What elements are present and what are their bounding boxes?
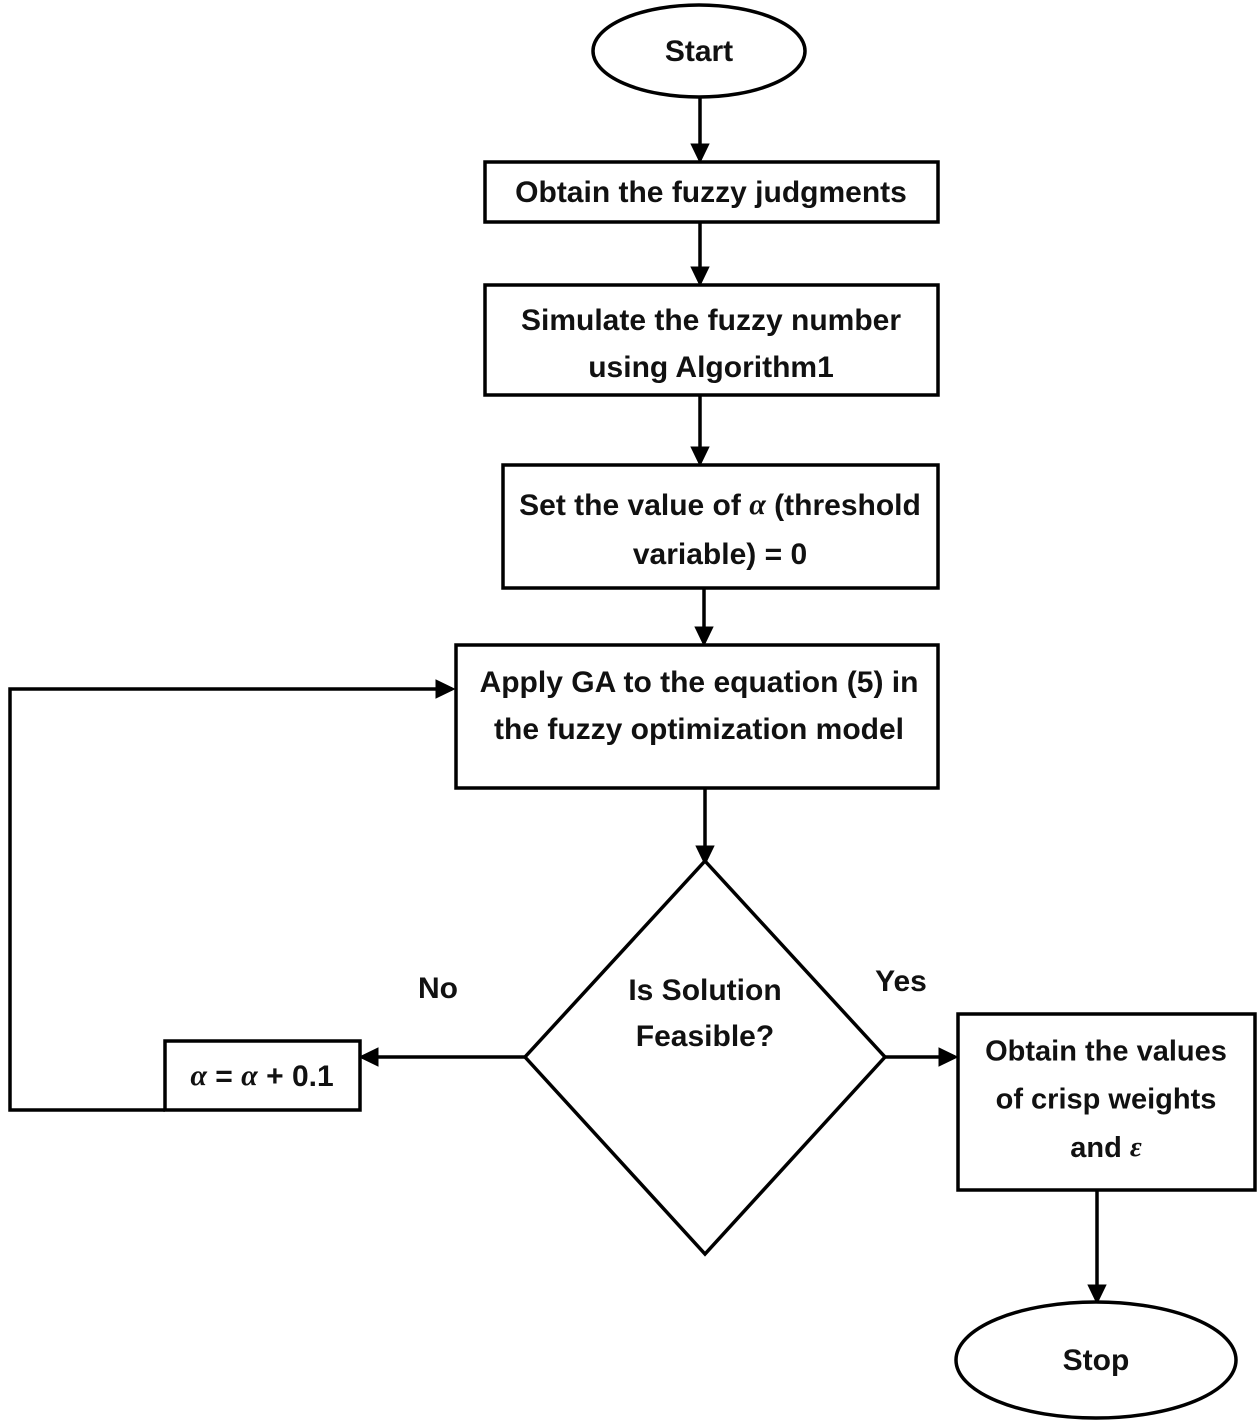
- set-alpha-pre: Set the value of: [519, 489, 749, 522]
- node-apply-ga-line1: Apply GA to the equation (5) in: [480, 666, 919, 699]
- epsilon-symbol: ε: [1130, 1131, 1142, 1163]
- node-simulate-line1: Simulate the fuzzy number: [521, 304, 901, 337]
- node-obtain-weights-line1: Obtain the values: [985, 1036, 1227, 1068]
- edge-label-no: No: [418, 972, 458, 1005]
- node-obtain-weights-line2: of crisp weights: [996, 1084, 1217, 1116]
- weights-and: and: [1070, 1132, 1130, 1164]
- edge-label-yes: Yes: [875, 965, 927, 998]
- edge-increment-loopback: [8, 679, 456, 1112]
- node-start-label: Start: [665, 35, 733, 68]
- node-set-alpha-line1: Set the value of α (threshold: [519, 488, 921, 522]
- alpha-symbol-lhs: α: [190, 1059, 207, 1092]
- node-increment-alpha-label: α = α + 0.1: [190, 1059, 333, 1093]
- node-decision-line1: Is Solution: [628, 974, 781, 1007]
- increment-eq: =: [207, 1060, 241, 1093]
- node-apply-ga[interactable]: Apply GA to the equation (5) in the fuzz…: [454, 643, 940, 790]
- node-obtain-weights-line3: and ε: [1070, 1131, 1142, 1164]
- alpha-symbol: α: [749, 488, 766, 521]
- node-decision-line2: Feasible?: [636, 1020, 774, 1053]
- increment-plus: + 0.1: [258, 1060, 334, 1093]
- node-simulate[interactable]: Simulate the fuzzy number using Algorith…: [483, 283, 940, 397]
- node-set-alpha[interactable]: Set the value of α (threshold variable) …: [501, 463, 940, 590]
- set-alpha-post: (threshold: [766, 489, 921, 522]
- node-obtain-judgments-label: Obtain the fuzzy judgments: [515, 176, 907, 209]
- node-simulate-line2: using Algorithm1: [588, 351, 834, 384]
- node-start[interactable]: Start: [591, 3, 807, 99]
- node-increment-alpha[interactable]: α = α + 0.1: [163, 1039, 362, 1112]
- alpha-symbol-rhs: α: [241, 1059, 258, 1092]
- node-obtain-weights[interactable]: Obtain the values of crisp weights and ε: [956, 1012, 1257, 1192]
- node-stop-label: Stop: [1063, 1344, 1130, 1377]
- node-stop[interactable]: Stop: [954, 1300, 1238, 1420]
- node-obtain-judgments[interactable]: Obtain the fuzzy judgments: [483, 160, 940, 224]
- node-set-alpha-line2: variable) = 0: [633, 538, 807, 571]
- node-apply-ga-line2: the fuzzy optimization model: [494, 713, 904, 746]
- node-decision[interactable]: Is Solution Feasible?: [522, 858, 888, 1257]
